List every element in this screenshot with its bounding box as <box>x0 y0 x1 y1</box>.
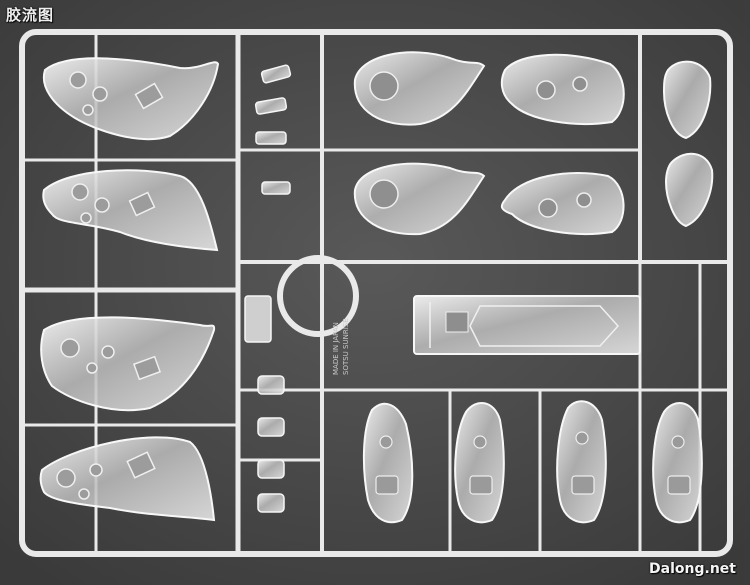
mold-text: MADE IN JAPAN SOTSU SUNRISE <box>332 318 350 375</box>
flat-panel-part <box>413 295 641 355</box>
mold-text-line-1: MADE IN JAPAN <box>332 322 340 375</box>
left-part-column <box>39 57 220 522</box>
upper-shell-parts <box>353 51 625 236</box>
watermark-bottom: Dalong.net <box>649 561 736 577</box>
right-small-parts <box>662 60 714 228</box>
mold-text-line-2: SOTSU SUNRISE <box>342 318 350 375</box>
bottom-foot-parts <box>362 400 703 524</box>
watermark-top: 胶流图 <box>6 6 55 24</box>
small-connector-parts <box>244 64 292 513</box>
